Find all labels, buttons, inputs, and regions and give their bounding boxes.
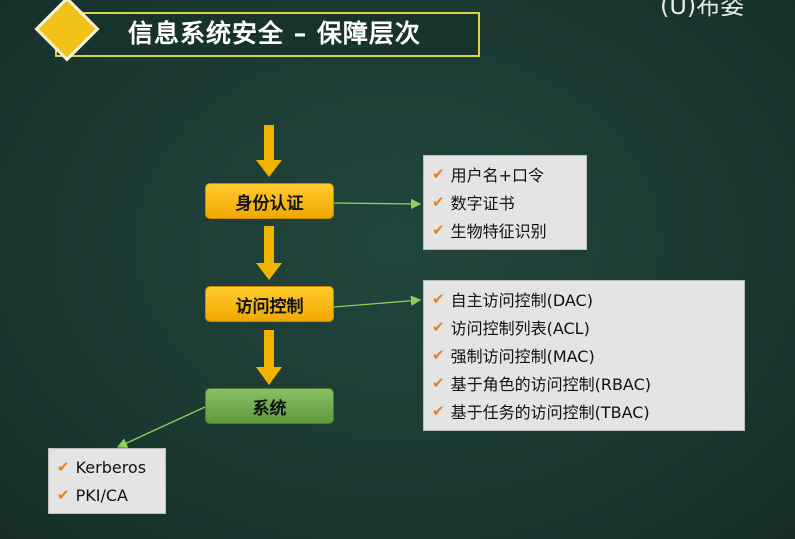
system-tools-panel: ✔Kerberos ✔PKI/CA: [48, 448, 166, 514]
corner-logo-text: (U)布姿: [660, 0, 745, 20]
arrow-access-to-system: [256, 330, 282, 385]
list-item: ✔用户名+口令: [432, 165, 544, 185]
node-access-control: 访问控制: [205, 286, 334, 322]
check-icon: ✔: [432, 318, 445, 336]
list-item: ✔Kerberos: [57, 457, 147, 477]
check-icon: ✔: [432, 221, 445, 239]
check-icon: ✔: [432, 165, 445, 183]
link-access-models: [333, 295, 422, 308]
check-icon: ✔: [57, 486, 70, 504]
list-item: ✔数字证书: [432, 193, 515, 213]
check-icon: ✔: [432, 290, 445, 308]
list-item: ✔访问控制列表(ACL): [432, 318, 590, 338]
node-system: 系统: [205, 388, 334, 424]
list-item: ✔强制访问控制(MAC): [432, 346, 595, 366]
arrow-into-identity: [256, 125, 282, 177]
list-item: ✔PKI/CA: [57, 485, 128, 505]
link-identity-methods: [333, 198, 422, 210]
page-title: 信息系统安全 – 保障层次: [128, 19, 421, 48]
list-item: ✔生物特征识别: [432, 221, 547, 241]
access-models-panel: ✔自主访问控制(DAC) ✔访问控制列表(ACL) ✔强制访问控制(MAC) ✔…: [423, 280, 745, 431]
link-system-tools: [116, 406, 206, 448]
arrow-identity-to-access: [256, 226, 282, 280]
check-icon: ✔: [432, 374, 445, 392]
list-item: ✔自主访问控制(DAC): [432, 290, 593, 310]
node-identity-auth: 身份认证: [205, 183, 334, 219]
identity-methods-panel: ✔用户名+口令 ✔数字证书 ✔生物特征识别: [423, 155, 587, 250]
check-icon: ✔: [57, 458, 70, 476]
check-icon: ✔: [432, 402, 445, 420]
check-icon: ✔: [432, 346, 445, 364]
list-item: ✔基于任务的访问控制(TBAC): [432, 402, 650, 422]
check-icon: ✔: [432, 193, 445, 211]
list-item: ✔基于角色的访问控制(RBAC): [432, 374, 651, 394]
title-bar: [55, 12, 480, 57]
